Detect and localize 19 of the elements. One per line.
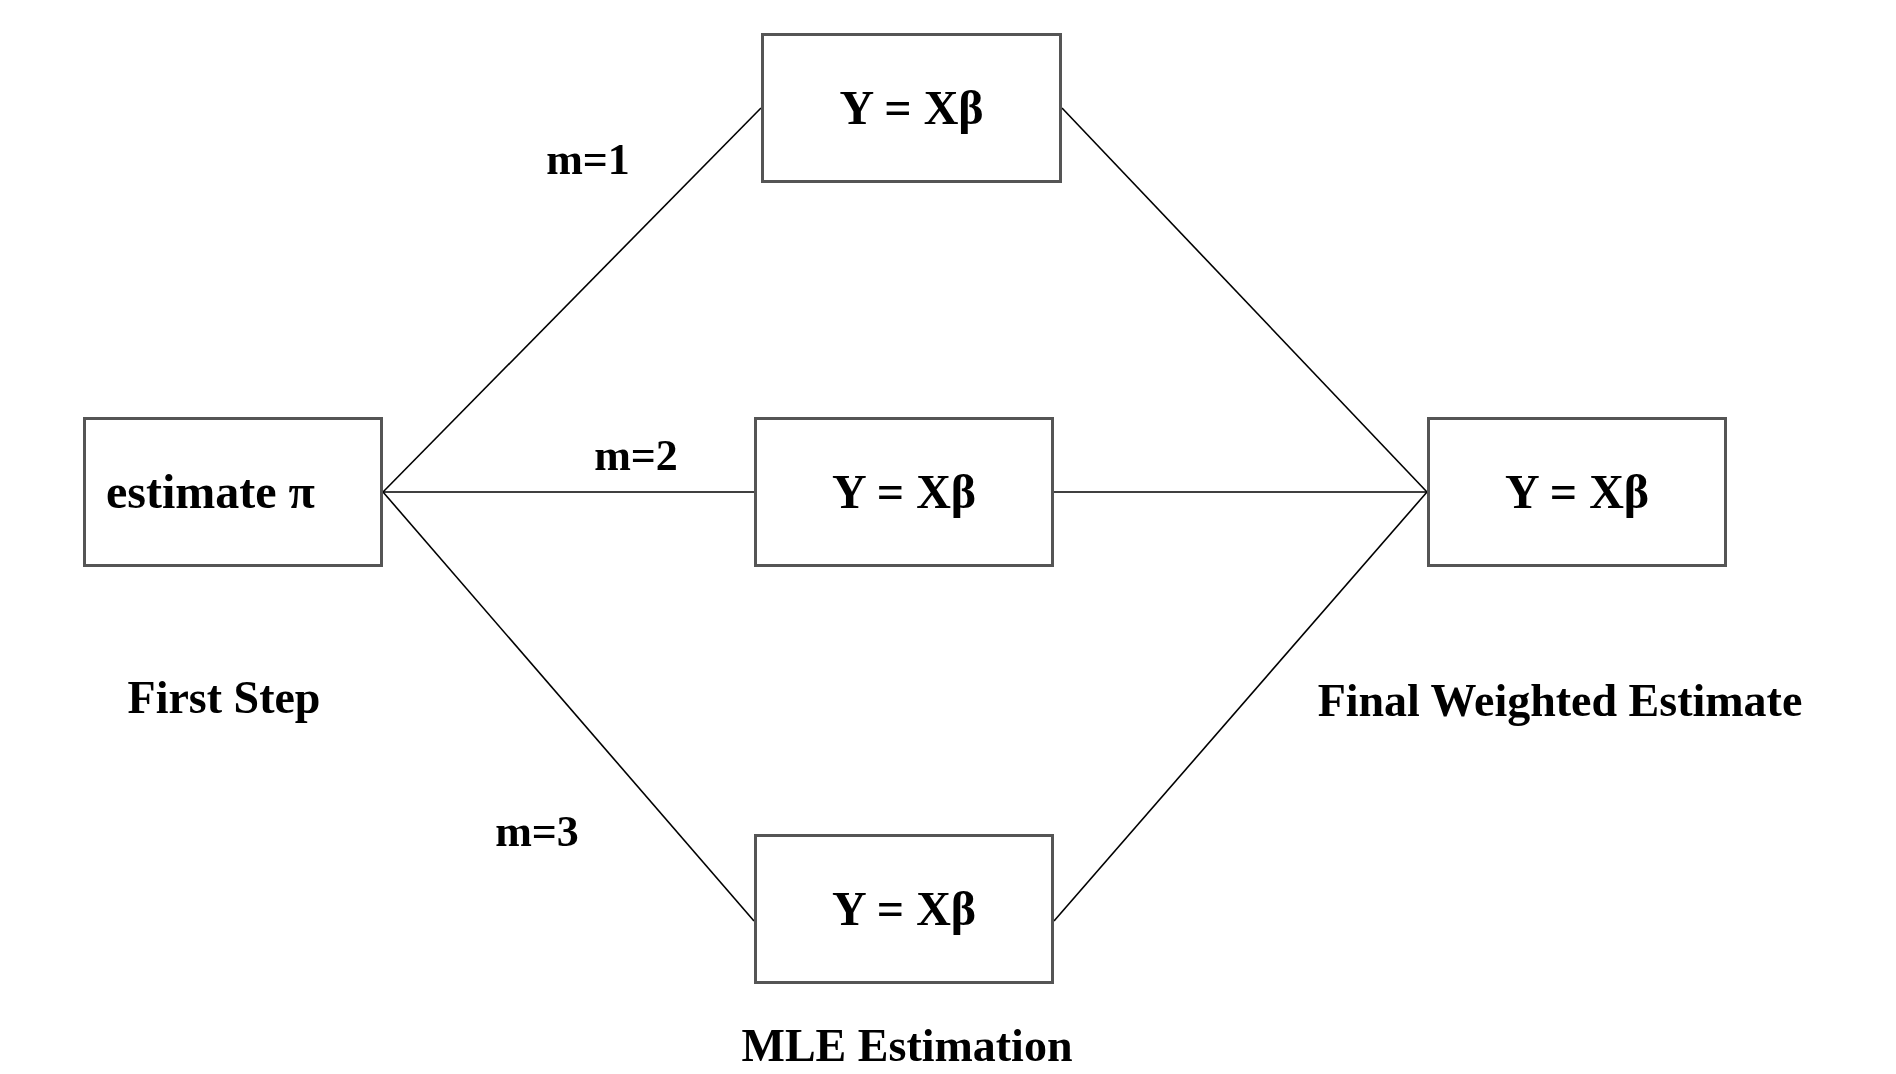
process-box bbox=[83, 417, 383, 567]
connector-line bbox=[1053, 491, 1428, 922]
box-text: estimate π bbox=[106, 468, 315, 516]
box-text: Y = Xβ bbox=[1504, 468, 1650, 516]
process-box bbox=[761, 33, 1062, 183]
connector-line bbox=[1053, 491, 1428, 493]
connector-line bbox=[382, 491, 755, 922]
process-box bbox=[754, 417, 1054, 567]
connector-line bbox=[1061, 107, 1428, 493]
connector-line bbox=[382, 491, 755, 493]
caption-text: MLE Estimation bbox=[741, 1023, 1073, 1069]
box-text: Y = Xβ bbox=[831, 468, 977, 516]
caption-text: Final Weighted Estimate bbox=[1317, 678, 1803, 724]
process-box bbox=[1427, 417, 1727, 567]
connector-line bbox=[382, 107, 762, 493]
process-box bbox=[754, 834, 1054, 984]
box-text: Y = Xβ bbox=[831, 885, 977, 933]
box-text: Y = Xβ bbox=[839, 84, 984, 132]
caption-text: First Step bbox=[127, 675, 321, 721]
